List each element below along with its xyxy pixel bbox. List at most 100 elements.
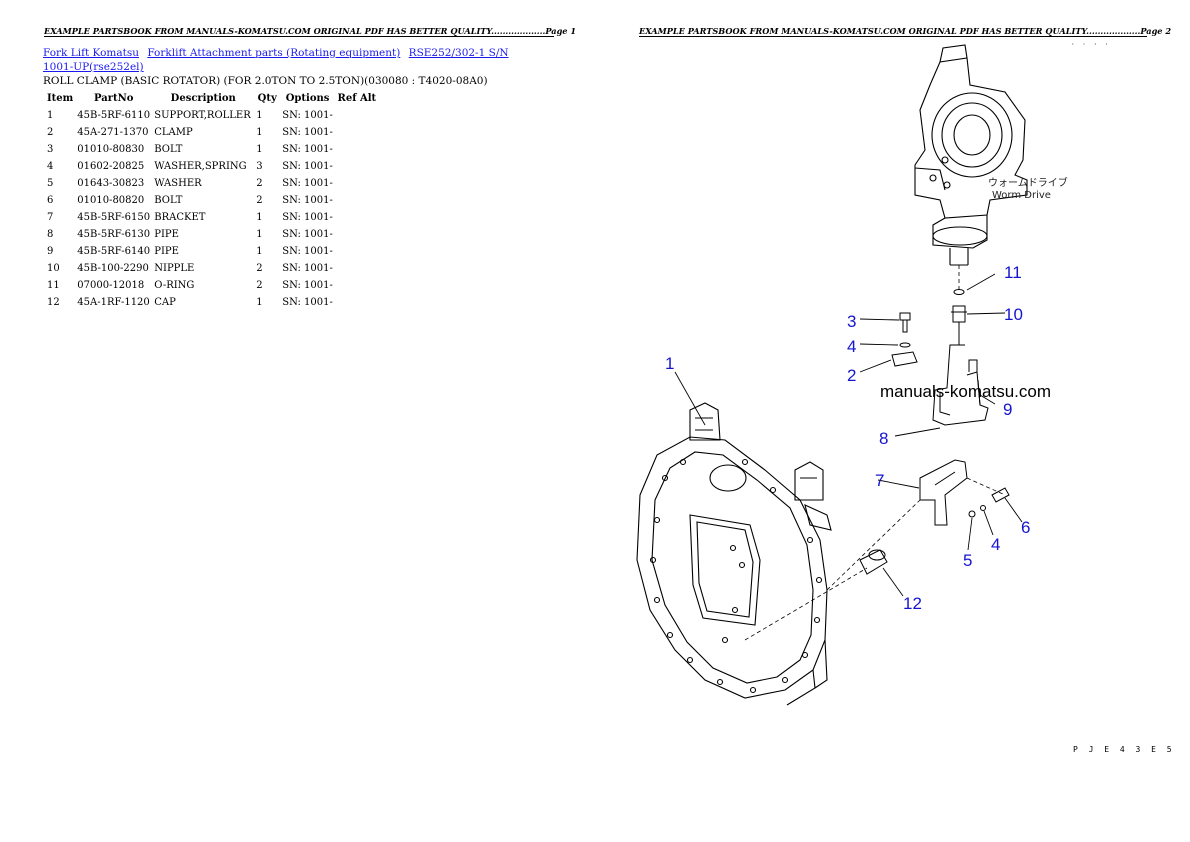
- callout-8[interactable]: 8: [879, 429, 888, 448]
- callout-4-upper[interactable]: 4: [847, 337, 856, 356]
- cell-part-no: 07000-12018: [77, 280, 145, 291]
- cell-part-no: 45B-5RF-6110: [77, 110, 151, 121]
- worm-drive-jp-label: ウォームドライブ: [988, 176, 1068, 189]
- cell-item: 9: [47, 246, 54, 257]
- col-header-partno: PartNo: [94, 93, 134, 104]
- cell-ref-alt: [335, 192, 379, 209]
- callout-5[interactable]: 5: [963, 551, 972, 570]
- cell-options: SN: 1001-: [282, 229, 333, 240]
- breadcrumb-link-category[interactable]: Forklift Attachment parts (Rotating equi…: [147, 47, 401, 59]
- cell-item: 4: [47, 161, 54, 172]
- cell-description: BOLT: [154, 144, 183, 155]
- col-header-item: Item: [47, 93, 74, 104]
- worm-drive-assembly: [914, 44, 1028, 266]
- cell-item: 7: [47, 212, 54, 223]
- cell-qty: 1: [256, 297, 263, 308]
- cell-qty: 1: [256, 212, 263, 223]
- worm-drive-en-label: Worm Drive: [992, 190, 1051, 201]
- cell-ref-alt: [335, 107, 379, 124]
- callout-6[interactable]: 6: [1021, 518, 1030, 537]
- cell-item: 12: [47, 297, 60, 308]
- cell-description: PIPE: [154, 229, 179, 240]
- cell-ref-alt: [335, 209, 379, 226]
- cell-part-no: 45B-5RF-6140: [77, 246, 151, 257]
- breadcrumb: Fork Lift Komatsu Forklift Attachment pa…: [43, 46, 523, 74]
- callout-12[interactable]: 12: [903, 594, 922, 613]
- cell-qty: 1: [256, 246, 263, 257]
- cell-qty: 1: [256, 127, 263, 138]
- cell-qty: 1: [256, 229, 263, 240]
- cell-qty: 2: [256, 178, 263, 189]
- cell-ref-alt: [335, 226, 379, 243]
- cell-part-no: 01010-80820: [77, 195, 145, 206]
- leader-lines: [674, 273, 1023, 597]
- col-header-description: Description: [170, 93, 236, 104]
- cell-description: NIPPLE: [154, 263, 195, 274]
- exploded-parts-diagram: 1 2 3 4 4 5 6 7 8 9 10 11 12 ウォームドライブ Wo…: [636, 44, 1068, 706]
- bolt-holes: [649, 458, 823, 694]
- washer-part: [968, 510, 976, 518]
- callout-labels: 1 2 3 4 4 5 6 7 8 9 10 11 12: [665, 263, 1030, 613]
- breadcrumb-link-brand[interactable]: Fork Lift Komatsu: [43, 47, 139, 59]
- cell-description: SUPPORT,ROLLER: [154, 110, 251, 121]
- clamp-part: [891, 351, 918, 367]
- pipe-part: [932, 344, 989, 426]
- bracket-part: [919, 459, 968, 526]
- diagram-top-code: · · · ·: [1071, 41, 1111, 48]
- cell-options: SN: 1001-: [282, 161, 333, 172]
- callout-10[interactable]: 10: [1004, 305, 1023, 324]
- cell-item: 10: [47, 263, 60, 274]
- assembly-title: ROLL CLAMP (BASIC ROTATOR) (FOR 2.0TON T…: [43, 75, 488, 87]
- cell-options: SN: 1001-: [282, 297, 333, 308]
- cell-ref-alt: [335, 158, 379, 175]
- o-ring-part: [953, 289, 965, 295]
- cell-item: 5: [47, 178, 54, 189]
- cell-qty: 2: [256, 195, 263, 206]
- callout-1[interactable]: 1: [665, 354, 674, 373]
- cell-options: SN: 1001-: [282, 246, 333, 257]
- cell-options: SN: 1001-: [282, 195, 333, 206]
- callout-9[interactable]: 9: [1003, 400, 1012, 419]
- cell-item: 2: [47, 127, 54, 138]
- cell-description: BRACKET: [154, 212, 206, 223]
- cell-item: 8: [47, 229, 54, 240]
- cell-options: SN: 1001-: [282, 212, 333, 223]
- cell-ref-alt: [335, 277, 379, 294]
- page-1-header: EXAMPLE PARTSBOOK FROM MANUALS-KOMATSU.C…: [44, 26, 577, 37]
- cell-part-no: 45B-100-2290: [77, 263, 149, 274]
- cell-ref-alt: [335, 294, 379, 311]
- callout-4-lower[interactable]: 4: [991, 535, 1000, 554]
- breadcrumb-link-model[interactable]: RSE252/302-1 S/N 1001-UP(rse252el): [43, 47, 509, 73]
- cell-part-no: 45B-5RF-6150: [77, 212, 151, 223]
- cell-qty: 1: [256, 110, 263, 121]
- cell-ref-alt: [335, 141, 379, 158]
- nipple-part: [951, 305, 967, 323]
- washer-part: [980, 505, 986, 511]
- cell-ref-alt: [335, 175, 379, 192]
- roller-support-plate: [636, 402, 832, 706]
- cell-part-no: 45A-1RF-1120: [77, 297, 150, 308]
- parts-table: Item PartNo Description Qty Options Ref …: [45, 90, 379, 311]
- callout-3[interactable]: 3: [847, 312, 856, 331]
- cell-part-no: 01602-20825: [77, 161, 145, 172]
- callout-11[interactable]: 11: [1004, 263, 1022, 282]
- page-2-header: EXAMPLE PARTSBOOK FROM MANUALS-KOMATSU.C…: [639, 26, 1172, 37]
- cell-qty: 1: [256, 144, 263, 155]
- callout-7[interactable]: 7: [875, 471, 884, 490]
- callout-2[interactable]: 2: [847, 366, 856, 385]
- cell-ref-alt: [335, 124, 379, 141]
- cell-item: 3: [47, 144, 54, 155]
- washer-part: [899, 342, 911, 348]
- cell-description: BOLT: [154, 195, 183, 206]
